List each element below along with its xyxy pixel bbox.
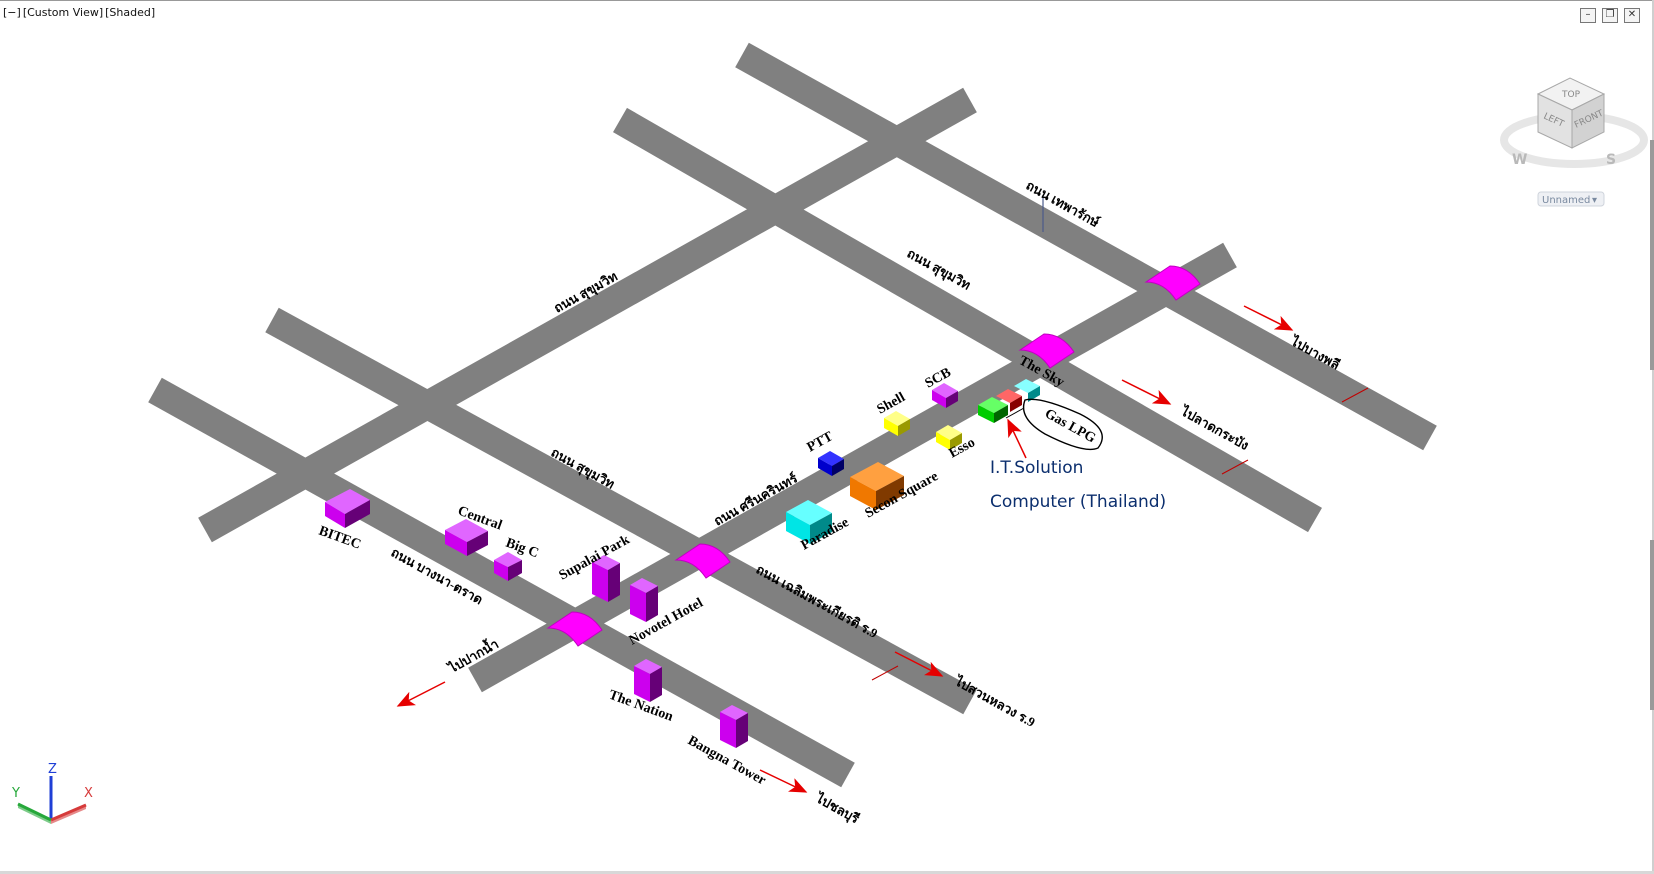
scroll-indicator[interactable]: [1650, 140, 1654, 370]
compass-south-label[interactable]: S: [1606, 152, 1616, 168]
ucs-y-label: Y: [11, 786, 20, 801]
viewport-minimize-control[interactable]: [−]: [3, 6, 21, 19]
building-central[interactable]: [445, 519, 488, 556]
road-sukhumvit: [198, 87, 977, 543]
building-ptt[interactable]: [818, 451, 844, 476]
building-novotel[interactable]: [630, 578, 658, 622]
road-network: [148, 42, 1437, 788]
arrow-bang-plee: [1243, 305, 1294, 331]
gas-lpg-callout-bubble: [1022, 398, 1103, 451]
building-seacon-square[interactable]: [850, 462, 904, 510]
building-supalai-park[interactable]: [592, 555, 620, 602]
viewport-border: [0, 0, 1654, 1]
viewcube-top-label: TOP: [1561, 90, 1581, 100]
building-gas-lpg[interactable]: [978, 379, 1040, 423]
visual-style-control[interactable]: [Shaded]: [105, 6, 156, 19]
arrow-lat-krabang: [1121, 379, 1172, 405]
buildings: [325, 379, 1040, 748]
viewcube-front-face[interactable]: [1571, 93, 1605, 149]
named-view-dropdown[interactable]: [1537, 191, 1605, 207]
view-preset-control[interactable]: [Custom View]: [22, 6, 104, 19]
viewport-bottom-edge: [0, 871, 1654, 874]
building-big-c[interactable]: [494, 552, 522, 581]
label-ptt: PTT: [805, 429, 837, 456]
label-dir-chonburi: ไปชลบุรี: [811, 789, 862, 828]
label-gas-lpg: Gas LPG: [1042, 406, 1098, 446]
viewcube[interactable]: TOP LEFT FRONT W S Unnamed ▾: [1500, 77, 1648, 207]
ucs-icon: Z X Y: [11, 762, 93, 824]
road-sukhumvit-lane: [265, 307, 977, 715]
named-view-chevron-icon[interactable]: ▾: [1592, 195, 1597, 206]
ucs-z-label: Z: [48, 762, 57, 777]
label-shell: Shell: [875, 390, 908, 418]
overpass-theparak: [1018, 333, 1075, 369]
viewport-right-edge: [1652, 0, 1654, 874]
minimize-button[interactable]: –: [1580, 8, 1596, 23]
road-theparak: [613, 107, 1322, 533]
arrow-suan-luang: [894, 651, 944, 677]
intersections: [546, 265, 1201, 647]
arrow-pak-nam: [396, 681, 446, 707]
compass-west-label[interactable]: W: [1512, 152, 1527, 168]
road-ticks: [871, 387, 1369, 681]
building-bangna-tower[interactable]: [720, 705, 748, 748]
building-bitec[interactable]: [325, 489, 370, 528]
arrow-callout: [1007, 418, 1027, 459]
building-shell[interactable]: [884, 411, 910, 436]
label-bitec: BITEC: [317, 524, 363, 553]
scroll-indicator-lower[interactable]: [1650, 540, 1654, 710]
building-the-nation[interactable]: [634, 659, 662, 702]
close-button[interactable]: ✕: [1624, 8, 1640, 23]
viewport-controls: [−] [Custom View] [Shaded]: [3, 6, 155, 19]
named-view-label: Unnamed: [1542, 195, 1590, 206]
overpass-bangna: [546, 611, 603, 647]
overpass-chalerm: [674, 543, 731, 579]
gas-lpg-leader: [1005, 407, 1025, 419]
callout-line-1: I.T.Solution: [990, 458, 1083, 478]
restore-button[interactable]: ❐: [1602, 8, 1618, 23]
overpass-lasalle: [1144, 265, 1201, 301]
callout-line-2: Computer (Thailand): [990, 492, 1166, 512]
arrow-chonburi: [759, 769, 808, 793]
building-paradise[interactable]: [786, 500, 832, 544]
road-lasalle: [735, 42, 1437, 451]
direction-arrows: [396, 305, 1294, 793]
road-srinakarin: [468, 242, 1237, 693]
ucs-x-label: X: [84, 786, 93, 801]
building-scb[interactable]: [932, 383, 958, 408]
viewport-window-controls: – ❐ ✕: [1580, 8, 1640, 23]
building-esso[interactable]: [936, 425, 962, 450]
